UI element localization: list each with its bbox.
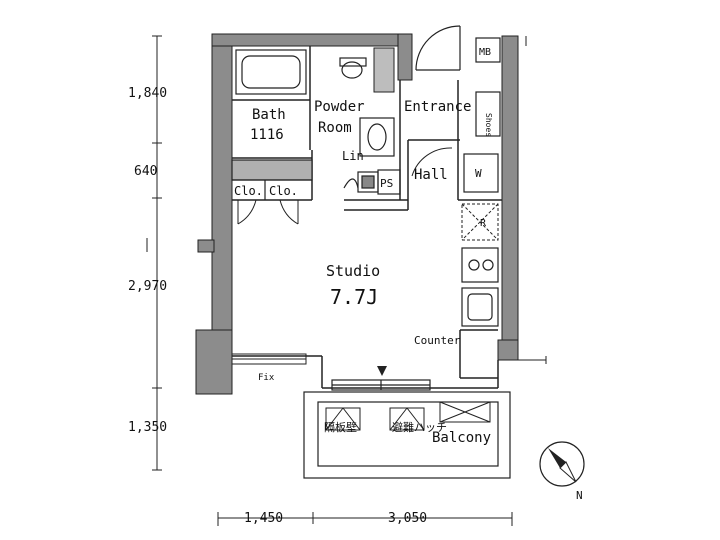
balcony-label: Balcony — [432, 430, 491, 446]
washer-label: W — [475, 167, 482, 180]
mb-label: MB — [479, 47, 491, 58]
evacuation-hatch-icon — [389, 407, 425, 431]
powder-label: Powder — [314, 99, 365, 115]
hall-door — [411, 147, 453, 177]
fridge-space — [461, 203, 499, 241]
washbasin — [359, 117, 395, 157]
hall-label: Hall — [414, 167, 448, 183]
left-dimension-line — [146, 35, 162, 471]
balcony-sliding-window — [331, 379, 431, 391]
studio-size-label: 7.7J — [330, 285, 378, 309]
closets — [231, 159, 313, 200]
bath-label: Bath — [252, 107, 286, 123]
balcony-stub — [518, 356, 547, 364]
closet-2-label: Clo. — [269, 184, 298, 198]
dim-left-1840: 1,840 — [128, 86, 167, 101]
dim-left-2970: 2,970 — [128, 279, 167, 294]
compass-north-label: N — [576, 489, 583, 502]
mb-box — [475, 37, 501, 63]
air-conditioner-unit — [439, 401, 491, 423]
studio-label: Studio — [326, 262, 380, 280]
bath-size-label: 1116 — [250, 127, 284, 143]
interior-walls — [232, 46, 502, 389]
washer-space — [463, 153, 499, 193]
exterior-walls — [195, 33, 519, 395]
bathtub — [235, 49, 307, 95]
toilet — [339, 57, 367, 79]
toilet-tank — [373, 47, 395, 93]
bottom-dimension-line — [217, 36, 527, 526]
entrance-door — [415, 25, 461, 71]
linen-closet — [343, 171, 379, 193]
dim-bottom-1450: 1,450 — [244, 511, 283, 526]
ps-shaft — [377, 169, 401, 195]
entrance-label: Entrance — [404, 99, 471, 115]
evac-right-label: 避難ハッチ — [392, 420, 447, 434]
lin-label: Lin — [342, 149, 364, 163]
fix-label: Fix — [258, 373, 275, 383]
entry-marker-icon — [377, 366, 387, 376]
ps-label: PS — [380, 177, 393, 190]
compass-icon — [539, 441, 585, 487]
counter-label: Counter — [414, 334, 461, 347]
fix-window — [231, 353, 307, 365]
powder-room-label: Room — [318, 120, 352, 136]
dim-left-640: 640 — [134, 164, 157, 179]
balcony — [303, 391, 511, 479]
closet-doors — [237, 199, 299, 225]
shoes-box — [475, 91, 501, 137]
shoes-label: Shoes — [484, 113, 493, 137]
evac-left-label: 隔板壁 — [324, 420, 357, 434]
evacuation-partition-icon — [325, 407, 361, 431]
closet-1-label: Clo. — [234, 184, 263, 198]
fridge-label: R — [480, 218, 487, 229]
kitchen-stove — [461, 247, 499, 283]
dim-left-1350: 1,350 — [128, 420, 167, 435]
kitchen-sink — [461, 287, 499, 327]
dim-bottom-3050: 3,050 — [388, 511, 427, 526]
